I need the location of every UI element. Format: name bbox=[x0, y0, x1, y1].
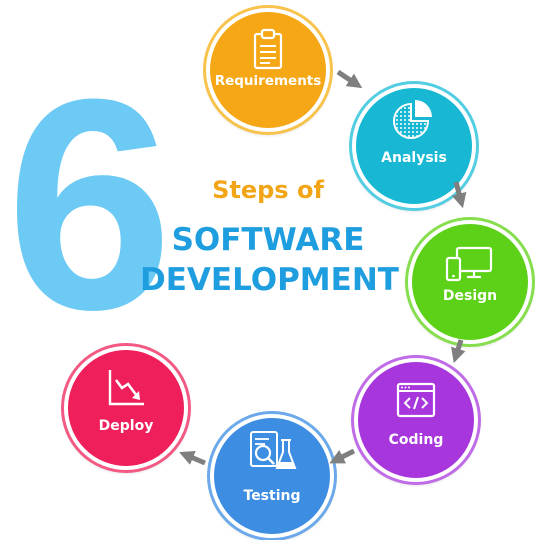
code-window-icon bbox=[396, 382, 436, 418]
step-label-deploy: Deploy bbox=[98, 418, 154, 434]
step-coding: Coding bbox=[354, 358, 478, 482]
arrow-coding-testing bbox=[329, 448, 356, 464]
step-testing: Testing bbox=[210, 414, 334, 538]
step-label-design: Design bbox=[442, 288, 498, 304]
step-label-requirements: Requirements bbox=[214, 73, 322, 89]
testing-icon bbox=[250, 431, 297, 469]
step-requirements: Requirements bbox=[206, 8, 330, 132]
chart-down-icon bbox=[108, 370, 144, 406]
step-label-coding: Coding bbox=[388, 432, 444, 448]
big-number-six: 6 bbox=[6, 36, 173, 372]
clipboard-icon bbox=[253, 28, 283, 70]
step-deploy: Deploy bbox=[64, 346, 188, 470]
step-label-testing: Testing bbox=[243, 488, 301, 504]
title-steps-of: Steps of bbox=[212, 176, 324, 204]
step-label-analysis: Analysis bbox=[381, 150, 447, 166]
title-development: DEVELOPMENT bbox=[140, 262, 399, 298]
arrow-requirements-analysis bbox=[336, 69, 363, 89]
title-software: SOFTWARE bbox=[171, 222, 365, 258]
arrow-testing-deploy bbox=[179, 450, 206, 466]
step-analysis: Analysis bbox=[352, 84, 476, 208]
devices-icon bbox=[445, 246, 493, 282]
pie-chart-icon bbox=[393, 100, 432, 139]
step-design: Design bbox=[408, 220, 532, 344]
